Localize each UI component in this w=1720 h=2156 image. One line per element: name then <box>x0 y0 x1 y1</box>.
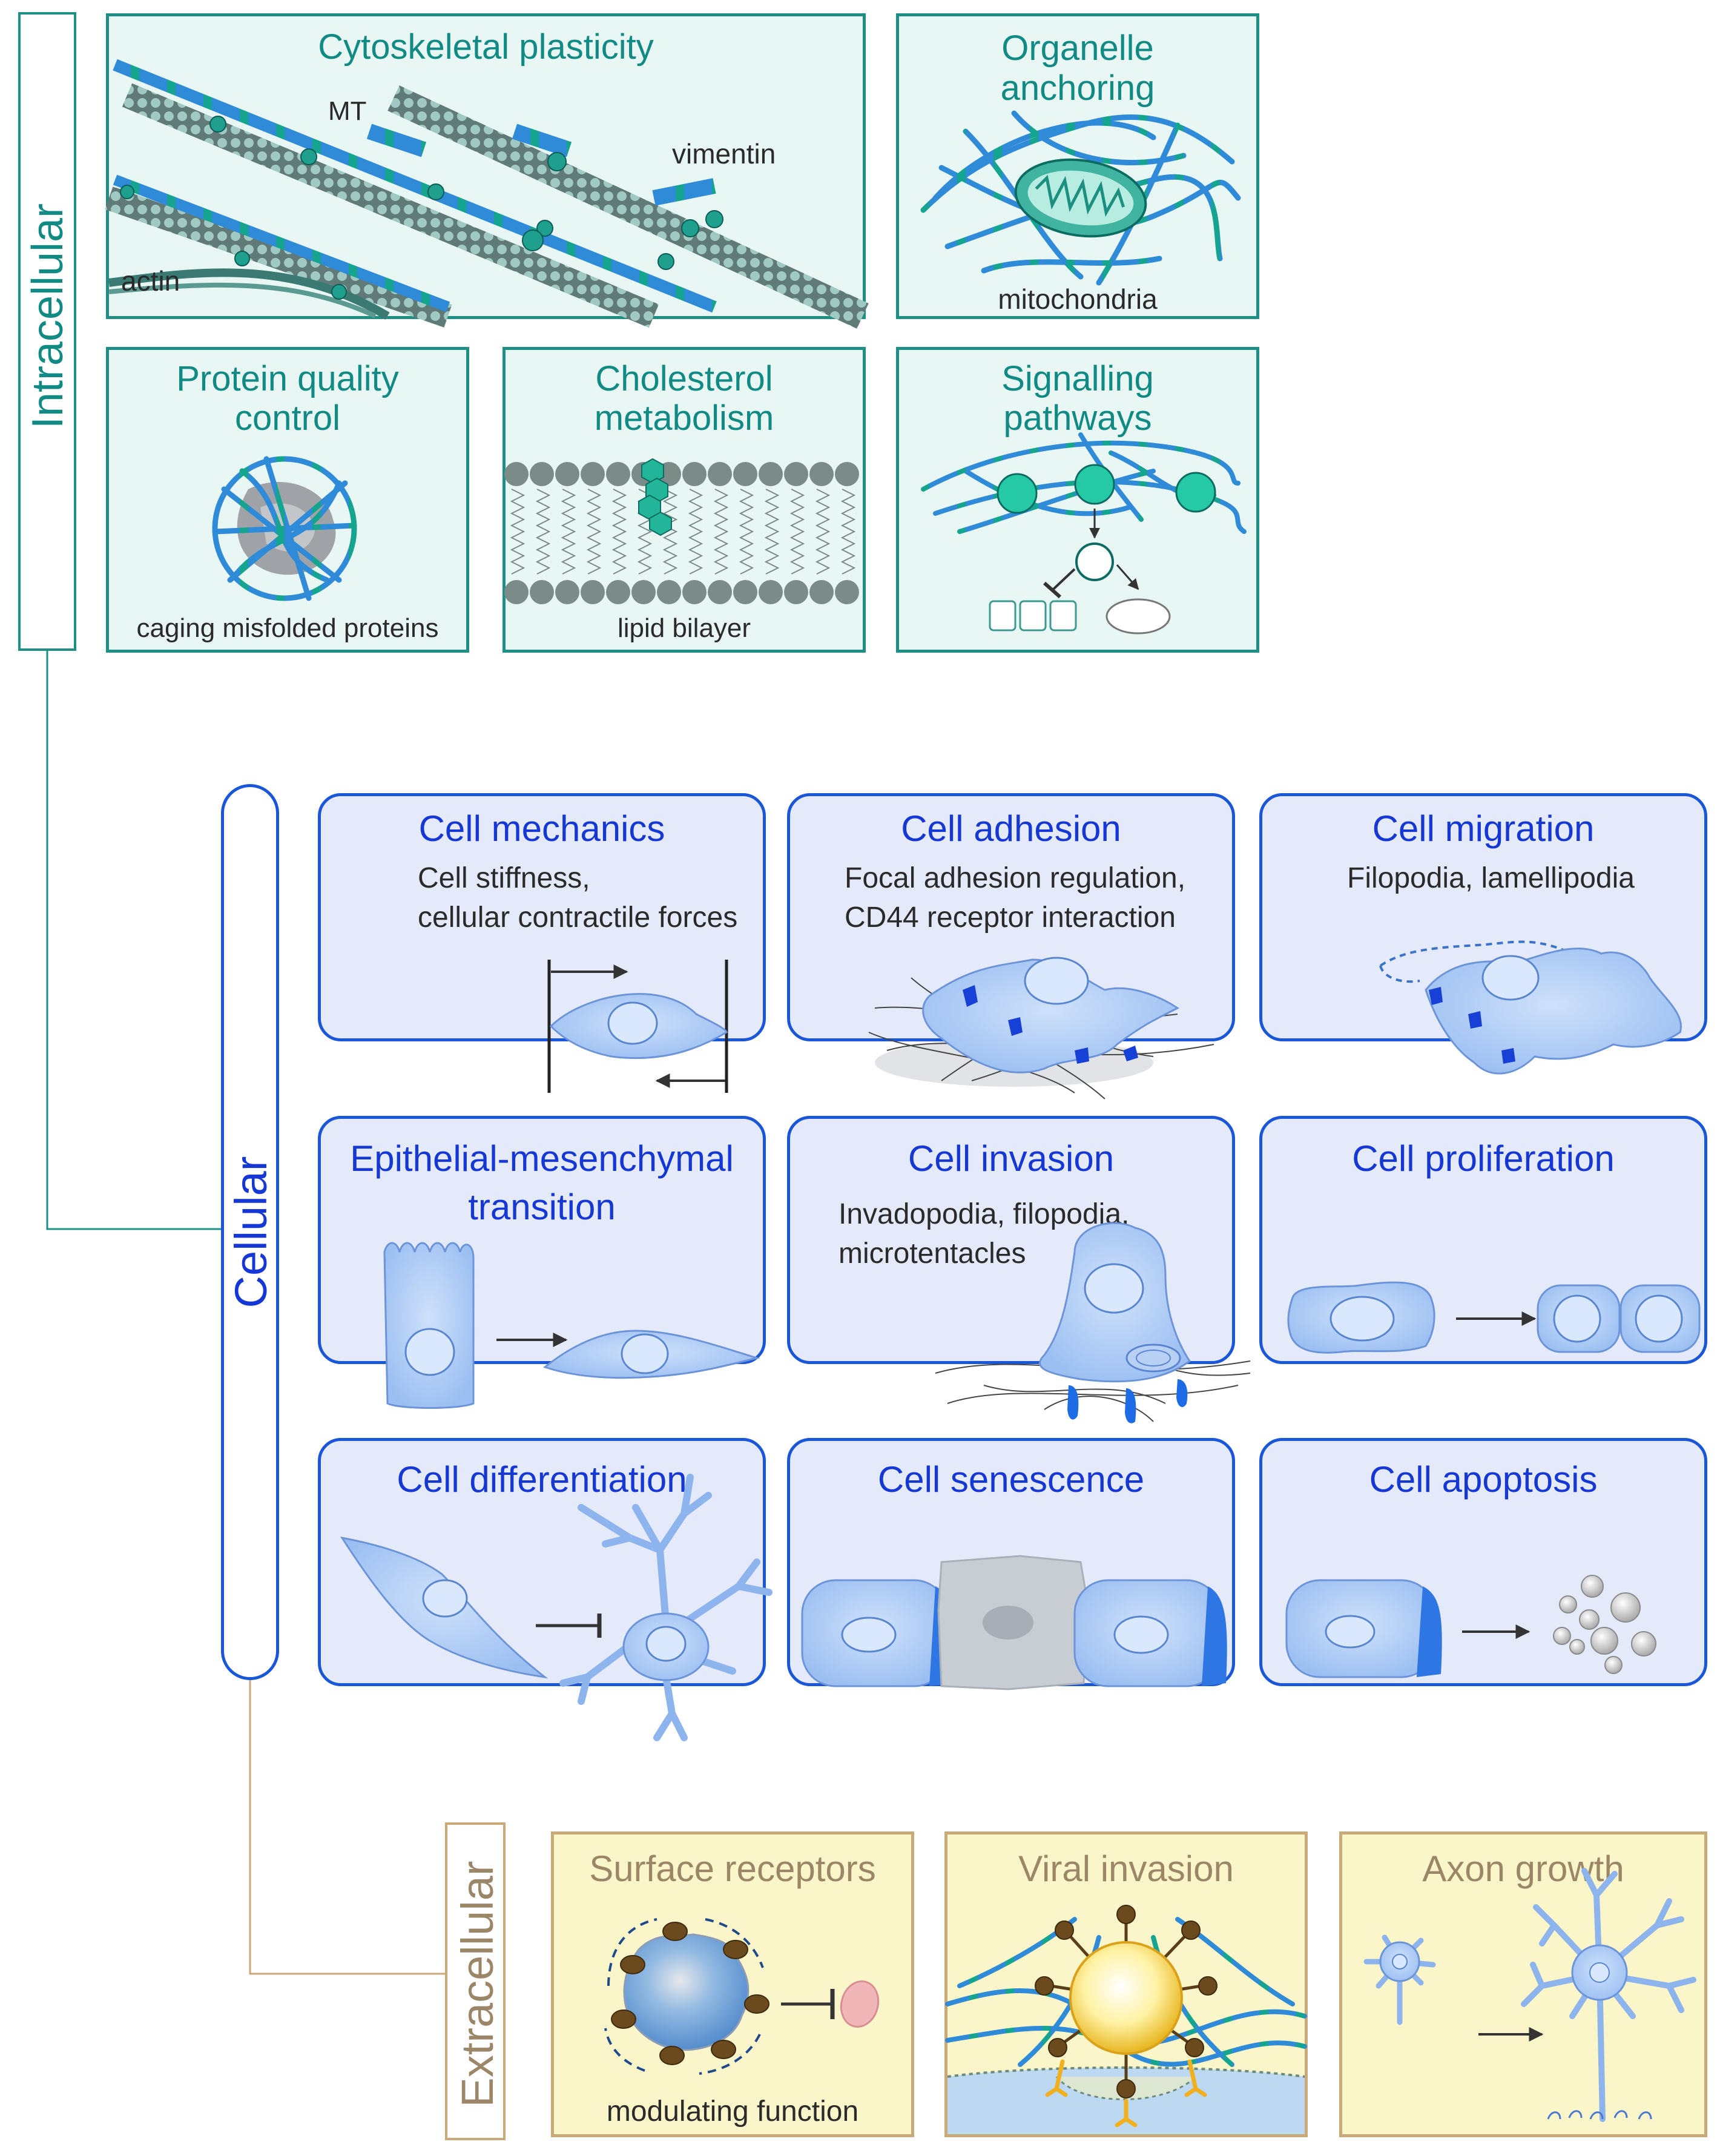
signalling-illustration <box>921 432 1247 635</box>
panel-subtitle-line1: Filopodia, lamellipodia <box>1347 862 1635 894</box>
extracellular-label: Extracellular <box>452 1861 502 2108</box>
panel-title-line2: transition <box>468 1187 616 1227</box>
panel-subtitle-line1: Focal adhesion regulation, <box>845 862 1186 894</box>
cell-adhesion-panel: Cell adhesion Focal adhesion regulation,… <box>787 793 1235 1099</box>
panel-subtitle-line2: microtentacles <box>839 1238 1026 1270</box>
panel-subtitle-line2: cellular contractile forces <box>418 902 738 934</box>
panel-title: Surface receptors <box>589 1848 876 1889</box>
cell-migration-panel: Cell migration Filopodia, lamellipodia <box>1259 793 1707 1075</box>
panel-title: Cell invasion <box>908 1138 1115 1179</box>
cellular-section-label: Cellular <box>221 784 279 1680</box>
intracellular-label: Intracellular <box>24 203 72 429</box>
panel-title-line2: metabolism <box>594 398 774 438</box>
protein-quality-control-panel: Protein quality control caging misfolded… <box>106 347 469 653</box>
senescence-illustration <box>801 1555 1227 1690</box>
differentiation-illustration <box>340 1474 773 1741</box>
modulating-function-caption: modulating function <box>606 2095 859 2128</box>
panel-title: Cell apoptosis <box>1369 1459 1598 1500</box>
vimentin-label: vimentin <box>672 138 776 170</box>
mt-label: MT <box>328 96 367 126</box>
cellular-label: Cellular <box>226 1156 276 1308</box>
panel-title: Cell mechanics <box>418 808 665 849</box>
panel-title: Cell senescence <box>877 1459 1145 1500</box>
invading-cell-illustration <box>935 1222 1251 1423</box>
mitochondria-caption: mitochondria <box>998 283 1158 315</box>
proliferation-illustration <box>1287 1281 1701 1354</box>
panel-title: Cell differentiation <box>397 1459 687 1500</box>
cytoskeletal-plasticity-panel: Cytoskeletal plasticity MT vimentin acti… <box>105 13 869 329</box>
cell-proliferation-panel: Cell proliferation <box>1259 1116 1707 1364</box>
migrating-cell-illustration <box>1379 940 1682 1075</box>
panel-subtitle-line2: CD44 receptor interaction <box>845 902 1176 934</box>
panel-title: Viral invasion <box>1018 1848 1234 1889</box>
filaments-illustration <box>105 59 869 329</box>
cell-mechanics-panel: Cell mechanics Cell stiffness, cellular … <box>318 793 766 1093</box>
panel-title-line2: anchoring <box>1000 68 1155 108</box>
organelle-anchoring-panel: Organelle anchoring mitochondria <box>896 13 1259 319</box>
intracellular-section-label: Intracellular <box>18 12 76 651</box>
axon-growth-panel: Axon growth <box>1339 1831 1707 2137</box>
actin-label: actin <box>121 265 180 297</box>
viral-invasion-illustration <box>945 1905 1307 2134</box>
panel-title-line1: Protein quality <box>176 359 399 398</box>
signalling-pathways-panel: Signalling pathways <box>896 347 1259 653</box>
lipid-bilayer-illustration <box>504 458 859 604</box>
cell-invasion-panel: Cell invasion Invadopodia, filopodia, mi… <box>787 1116 1251 1423</box>
panel-title-line1: Signalling <box>1001 359 1154 398</box>
cell-senescence-panel: Cell senescence <box>787 1438 1235 1690</box>
panel-title-line2: pathways <box>1003 398 1152 438</box>
surface-receptors-panel: Surface receptors modulating function <box>551 1831 914 2137</box>
panel-title: Cytoskeletal plasticity <box>318 27 654 67</box>
caging-caption: caging misfolded proteins <box>136 613 439 643</box>
cell-differentiation-panel: Cell differentiation <box>318 1438 773 1741</box>
viral-invasion-panel: Viral invasion <box>944 1831 1308 2137</box>
surface-receptor-illustration <box>604 1918 880 2075</box>
extracellular-section-label: Extracellular <box>445 1822 506 2140</box>
caged-protein-illustration <box>212 456 357 601</box>
mitochondria-network-illustration <box>920 110 1241 286</box>
adhesion-cell-illustration <box>868 957 1214 1099</box>
emt-panel: Epithelial-mesenchymal transition <box>318 1116 766 1409</box>
lipid-bilayer-caption: lipid bilayer <box>617 613 751 643</box>
cell-apoptosis-panel: Cell apoptosis <box>1259 1438 1707 1686</box>
panel-title-line1: Organelle <box>1001 28 1154 68</box>
contractile-cell-illustration <box>547 960 728 1093</box>
cholesterol-metabolism-panel: Cholesterol metabolism <box>502 347 866 653</box>
apoptosis-illustration <box>1285 1575 1656 1678</box>
panel-subtitle-line1: Invadopodia, filopodia, <box>839 1198 1130 1230</box>
emt-illustration <box>383 1242 760 1409</box>
panel-title: Cell proliferation <box>1352 1138 1615 1179</box>
panel-title-line2: control <box>234 398 341 438</box>
panel-title-line1: Cholesterol <box>595 359 773 398</box>
axon-growth-illustration <box>1363 1868 1696 2122</box>
panel-title-line1: Epithelial-mesenchymal <box>350 1138 734 1179</box>
panel-subtitle-line1: Cell stiffness, <box>418 862 590 894</box>
panel-title: Cell migration <box>1372 808 1595 849</box>
panel-title: Cell adhesion <box>901 808 1121 849</box>
